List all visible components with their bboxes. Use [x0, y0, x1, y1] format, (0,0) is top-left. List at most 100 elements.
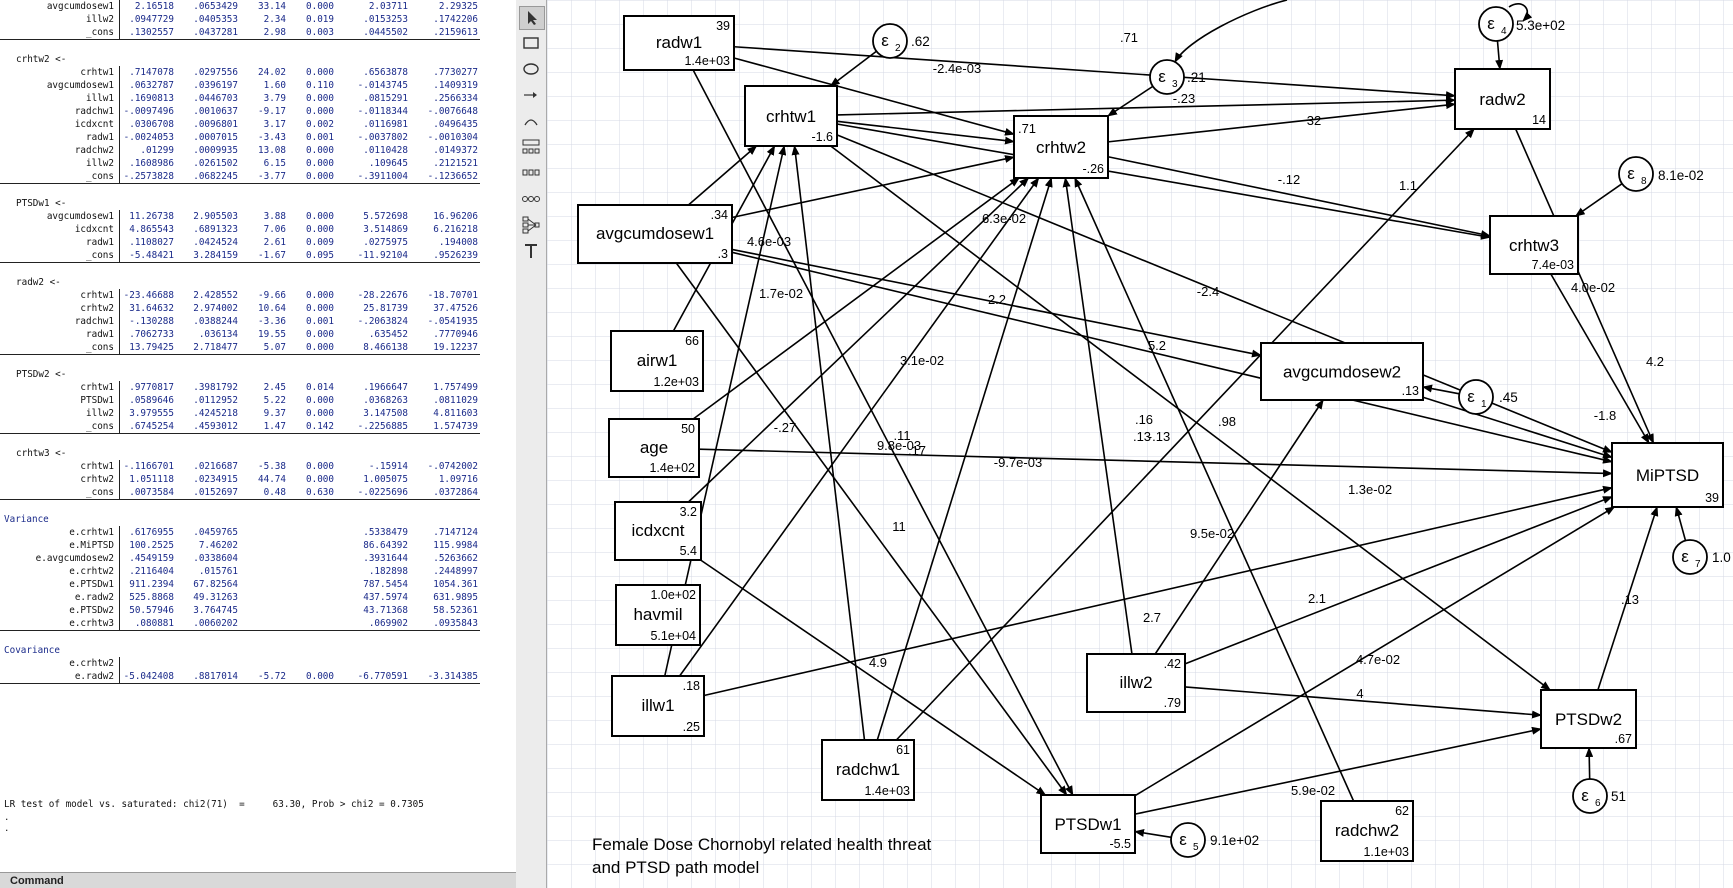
text-tool-icon[interactable]: [519, 240, 543, 262]
node-box[interactable]: [1320, 800, 1414, 862]
path-radw1-to-radw2[interactable]: [733, 45, 1456, 100]
error-circle[interactable]: [1149, 59, 1185, 95]
path-icdxcnt-to-crhtw2[interactable]: [687, 177, 1030, 503]
path-radw2-to-miptsd[interactable]: [1514, 128, 1655, 444]
node-box[interactable]: [1540, 689, 1637, 749]
path-e6-to-ptsdw2[interactable]: [1585, 747, 1594, 780]
covariance-tool-icon[interactable]: [519, 110, 543, 132]
node-box[interactable]: [1260, 342, 1424, 401]
oval-tool-icon[interactable]: [519, 58, 543, 80]
path-ptsdw1-to-miptsd[interactable]: [1134, 506, 1616, 797]
node-avgcumdosew2[interactable]: avgcumdosew2.13: [1260, 342, 1424, 401]
path-ptsdw2-to-miptsd[interactable]: [1597, 506, 1659, 691]
node-box[interactable]: [623, 15, 735, 71]
node-box[interactable]: [610, 330, 704, 392]
path-radchw1-to-crhtw1[interactable]: [791, 145, 866, 741]
node-ptsdw1[interactable]: PTSDw1-5.5: [1040, 794, 1136, 854]
node-box[interactable]: [1489, 215, 1579, 275]
node-crhtw1[interactable]: crhtw1-1.6: [744, 85, 838, 147]
path-illw2-to-miptsd[interactable]: [1184, 495, 1613, 665]
path-crhtw3-to-miptsd[interactable]: [1550, 273, 1650, 444]
path-crhtw1-to-radw2[interactable]: [836, 96, 1456, 116]
select-tool-icon[interactable]: [519, 6, 545, 30]
node-ptsdw2[interactable]: PTSDw2.67: [1540, 689, 1637, 749]
path-avgcumdosew1-to-ptsdw1[interactable]: [675, 262, 1068, 796]
table-tool-icon[interactable]: [519, 162, 543, 184]
path-illw1-to-crhtw2[interactable]: [678, 177, 1040, 677]
node-box[interactable]: [614, 501, 702, 561]
path-avgcumdosew1-to-crhtw2[interactable]: [731, 155, 1015, 219]
path-illw2-to-crhtw2[interactable]: [1062, 177, 1133, 655]
path-radw1-to-ptsdw1[interactable]: [692, 69, 1074, 796]
covariance-arc-e3-e4[interactable]: [1174, 0, 1288, 63]
path-age-to-crhtw2[interactable]: [692, 177, 1020, 420]
box-tool-icon[interactable]: [519, 32, 543, 54]
tree-tool-icon[interactable]: [519, 214, 543, 236]
path-radchw1-to-crhtw2[interactable]: [876, 177, 1053, 741]
error-circle[interactable]: [872, 23, 908, 59]
node-illw1[interactable]: illw1.18.25: [611, 675, 705, 737]
node-box[interactable]: [1013, 115, 1109, 179]
covariance-arc-e4[interactable]: [1508, 3, 1533, 22]
path-e4-to-radw2[interactable]: [1495, 40, 1504, 70]
path-crhtw2-to-crhtw3[interactable]: [1107, 155, 1491, 238]
path-e1-to-avgcumdosew2[interactable]: [1422, 384, 1460, 395]
node-box[interactable]: [744, 85, 838, 147]
error-circle[interactable]: [1618, 156, 1654, 192]
node-illw2[interactable]: illw2.42.79: [1086, 653, 1186, 713]
path-avgcumdosew1-to-miptsd[interactable]: [731, 251, 1613, 464]
node-box[interactable]: [611, 675, 705, 737]
error-circle[interactable]: [1170, 822, 1206, 858]
path-e7-to-miptsd[interactable]: [1674, 506, 1687, 541]
node-box[interactable]: [1611, 442, 1724, 508]
command-window-header[interactable]: Command: [0, 872, 516, 888]
error-circle[interactable]: [1458, 379, 1494, 415]
path-age-to-miptsd[interactable]: [698, 448, 1613, 478]
path-radchw1-to-radw2[interactable]: [895, 128, 1475, 741]
node-box[interactable]: [1040, 794, 1136, 854]
error-circle[interactable]: [1478, 6, 1514, 42]
node-box[interactable]: [577, 204, 733, 264]
path-e8-to-crhtw3[interactable]: [1574, 183, 1623, 217]
error-circle[interactable]: [1672, 539, 1708, 575]
path-avgcumdosew1-to-avgcumdosew2[interactable]: [731, 248, 1262, 358]
path-crhtw2-to-radw2[interactable]: [1107, 101, 1456, 143]
node-crhtw2[interactable]: crhtw2-.26: [1013, 115, 1109, 179]
node-box[interactable]: [1454, 68, 1551, 130]
error-circle[interactable]: [1572, 778, 1608, 814]
path-icdxcnt-to-ptsdw1[interactable]: [700, 559, 1047, 796]
path-e2-to-crhtw1[interactable]: [829, 50, 877, 87]
path-avgcumdosew1-to-crhtw1[interactable]: [687, 145, 758, 206]
node-avgcumdosew1[interactable]: avgcumdosew1.34.3: [577, 204, 733, 264]
path-radw1-to-crhtw2[interactable]: [733, 57, 1015, 136]
path-tool-icon[interactable]: [519, 84, 543, 106]
node-box[interactable]: [821, 739, 915, 801]
path-e3-to-crhtw2[interactable]: [1107, 85, 1154, 117]
chain-tool-icon[interactable]: [519, 188, 543, 210]
path-illw2-to-avgcumdosew2[interactable]: [1154, 399, 1324, 655]
node-box[interactable]: [1086, 653, 1186, 713]
path-e5-to-ptsdw1[interactable]: [1134, 828, 1172, 839]
group-tool-icon[interactable]: [519, 136, 543, 158]
path-illw2-to-ptsdw2[interactable]: [1184, 686, 1542, 719]
node-box[interactable]: [608, 418, 700, 478]
